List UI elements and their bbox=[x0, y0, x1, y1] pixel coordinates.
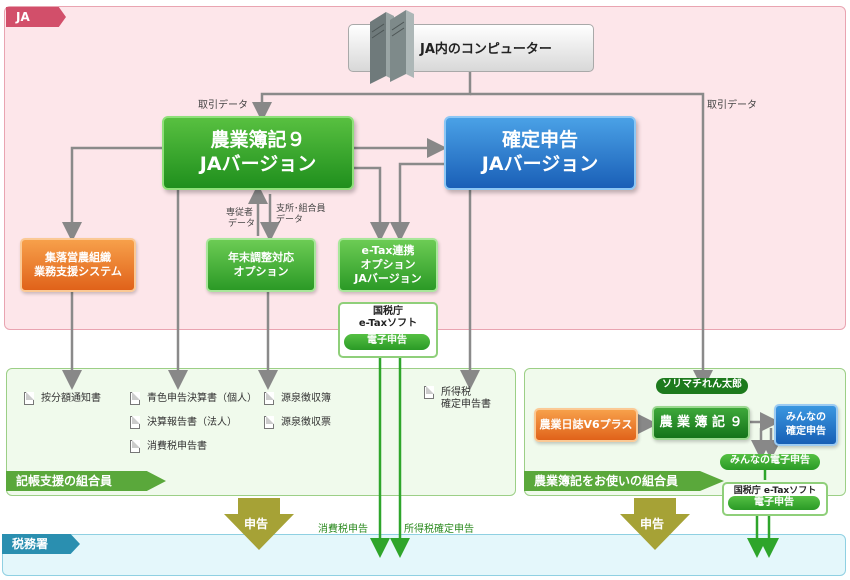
shinkoku-arrow-left bbox=[224, 498, 294, 550]
kokuzei-pill: 電子申告 bbox=[344, 334, 430, 350]
nenmatsu-box: 年末調整対応 オプション bbox=[206, 238, 316, 292]
minna-denshi-pill: みんなの電子申告 bbox=[720, 454, 820, 470]
torihiki-label-right: 取引データ bbox=[707, 100, 757, 111]
nenmatsu-line2: オプション bbox=[233, 265, 289, 278]
server-icon bbox=[370, 10, 414, 84]
shinkoku-label-right: 申告 bbox=[640, 517, 665, 531]
kakutei-ja-line1: 確定申告 bbox=[501, 129, 578, 151]
shinkoku-label-left: 申告 bbox=[244, 517, 269, 531]
document-icon bbox=[424, 386, 434, 399]
torihiki-label-left: 取引データ bbox=[198, 100, 248, 111]
computer-label: JA内のコンピューター bbox=[420, 42, 552, 57]
document-icon bbox=[264, 416, 274, 429]
zeimusho-region-tag: 税務署 bbox=[2, 534, 80, 554]
kokuzei-line1: 国税庁 bbox=[373, 306, 403, 317]
shinkoku-arrow-right bbox=[620, 498, 690, 550]
etax-line2: オプション bbox=[360, 258, 416, 271]
minna-kakutei-line2: 確定申告 bbox=[786, 426, 826, 437]
noki9-box: 農 業 簿 記 ９ bbox=[652, 406, 750, 440]
shisho-label-1: 支所･組合員 bbox=[276, 204, 326, 214]
kakutei-ja-box: 確定申告 JAバージョン bbox=[444, 116, 636, 190]
jujusha-label-1: 専従者 bbox=[226, 208, 254, 218]
kokuzei2-line1: 国税庁 e-Taxソフト bbox=[733, 486, 817, 496]
soricha-pill: ソリマチれん太郎 bbox=[656, 378, 748, 394]
document-icon bbox=[130, 392, 140, 405]
ja-region-tag: JA bbox=[6, 7, 66, 27]
shuraku-line2: 業務支援システム bbox=[34, 265, 122, 278]
kokuzei2-pill: 電子申告 bbox=[728, 496, 820, 510]
shisho-label-2: データ bbox=[276, 215, 304, 225]
shotokuzei-label: 所得税確定申告 bbox=[404, 524, 474, 535]
noki9-ja-line2: JAバージョン bbox=[199, 153, 317, 175]
etax-line1: e-Tax連携 bbox=[361, 244, 415, 257]
noki-users-region-tag: 農業簿記をお使いの組合員 bbox=[524, 471, 724, 491]
kakutei-ja-line2: JAバージョン bbox=[481, 153, 599, 175]
nenmatsu-line1: 年末調整対応 bbox=[228, 251, 294, 264]
kicho-region-tag: 記帳支援の組合員 bbox=[6, 471, 166, 491]
document-icon bbox=[130, 416, 140, 429]
shuraku-box: 集落営農組織 業務支援システム bbox=[20, 238, 136, 292]
etax-option-box: e-Tax連携 オプション JAバージョン bbox=[338, 238, 438, 292]
etax-line3: JAバージョン bbox=[354, 272, 422, 285]
shuraku-line1: 集落営農組織 bbox=[45, 251, 111, 264]
document-icon bbox=[24, 392, 34, 405]
noki9-ja-line1: 農業簿記９ bbox=[210, 129, 306, 151]
kokuzei-line2: e-Taxソフト bbox=[358, 318, 418, 329]
noki9-ja-box: 農業簿記９ JAバージョン bbox=[162, 116, 354, 190]
jujusha-label-2: データ bbox=[228, 219, 256, 229]
minna-kakutei-box: みんなの 確定申告 bbox=[774, 404, 838, 446]
shohizei-label: 消費税申告 bbox=[318, 524, 368, 535]
zeimusho-region bbox=[2, 534, 846, 576]
minna-kakutei-line1: みんなの bbox=[786, 412, 826, 423]
nikki-box: 農業日誌V6プラス bbox=[534, 408, 638, 442]
document-icon bbox=[264, 392, 274, 405]
document-icon bbox=[130, 440, 140, 453]
